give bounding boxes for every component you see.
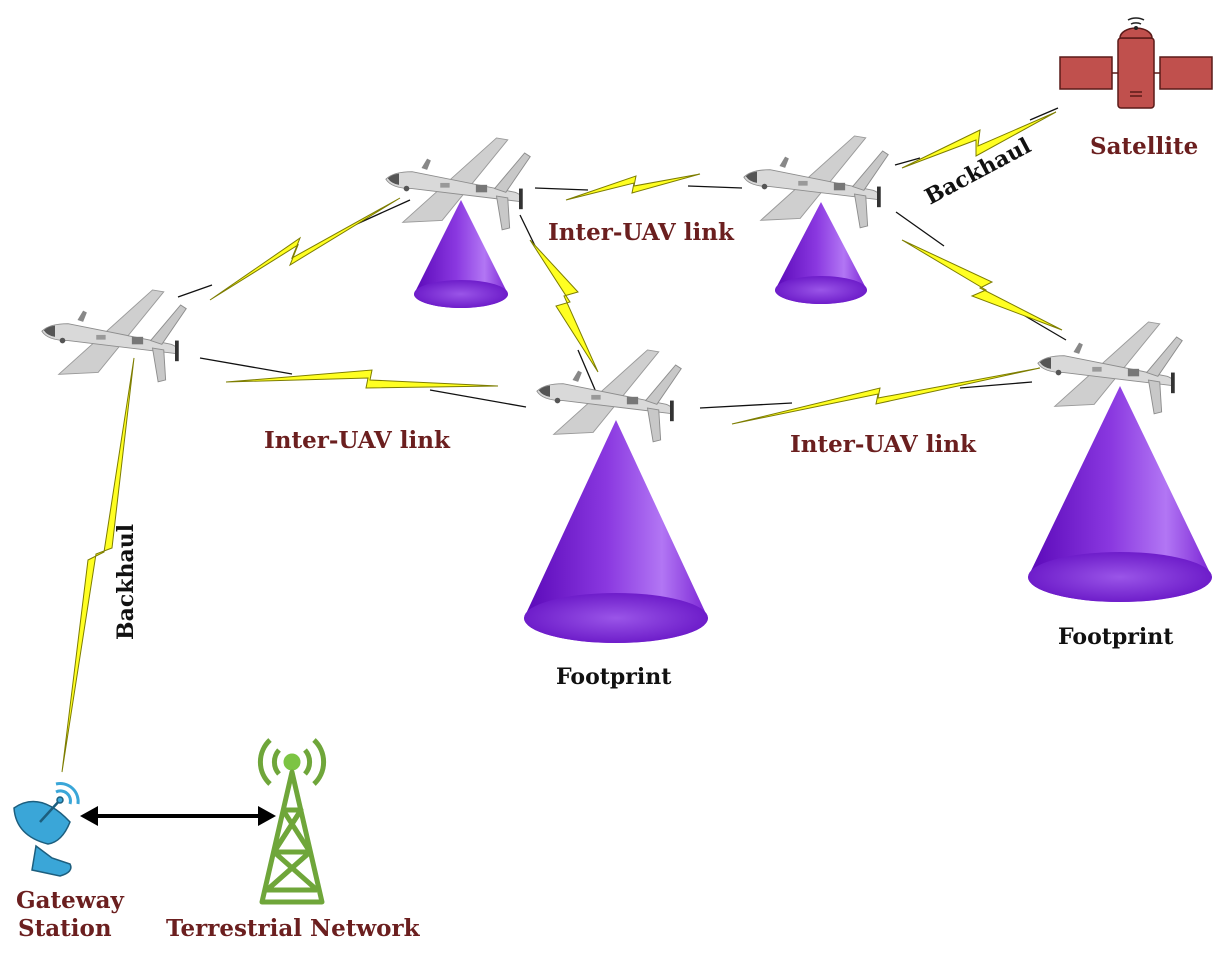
link-line [959,381,1033,389]
lightning-link-icon [61,357,135,773]
cell-tower-icon [257,738,327,905]
footprint-label-center: Footprint [556,664,672,690]
link-line [199,357,293,375]
cone-footprint-icon [524,420,708,643]
link-line [894,157,921,166]
link-line [699,402,793,409]
satellite-label: Satellite [1090,133,1198,160]
gateway-tower-arrow [80,806,276,826]
link-line [895,211,945,247]
cone-footprint-icon [1028,386,1212,602]
inter-uav-label-right: Inter-UAV link [790,431,977,458]
lightning-link-icon [901,111,1057,169]
link-lines [177,107,1067,409]
terrestrial-network-label: Terrestrial Network [166,915,421,942]
link-line [534,187,589,191]
backhaul-label-left: Backhaul [113,524,139,640]
link-line [687,185,743,189]
lightning-links [61,111,1063,773]
lightning-link-icon [209,197,401,301]
uav-drone-icon [536,349,682,443]
satellite-icon [1059,17,1213,109]
uav-drone-icon [41,289,187,383]
cone-footprint-icon [414,200,508,308]
link-line [177,284,213,298]
lightning-link-icon [731,367,1041,425]
lightning-link-icon [901,239,1063,331]
footprint-label-right: Footprint [1058,624,1174,650]
lightning-link-icon [529,239,599,373]
inter-uav-label-left: Inter-UAV link [264,427,451,454]
link-line [1029,107,1059,121]
lightning-link-icon [565,173,701,201]
gateway-label-line2: Station [18,915,112,942]
link-line [429,389,527,408]
lightning-link-icon [225,369,499,389]
gateway-dish-icon [13,782,80,877]
link-line [577,349,597,393]
gateway-label-line1: Gateway [16,887,125,914]
inter-uav-label-top: Inter-UAV link [548,219,735,246]
cone-footprint-icon [775,202,867,304]
